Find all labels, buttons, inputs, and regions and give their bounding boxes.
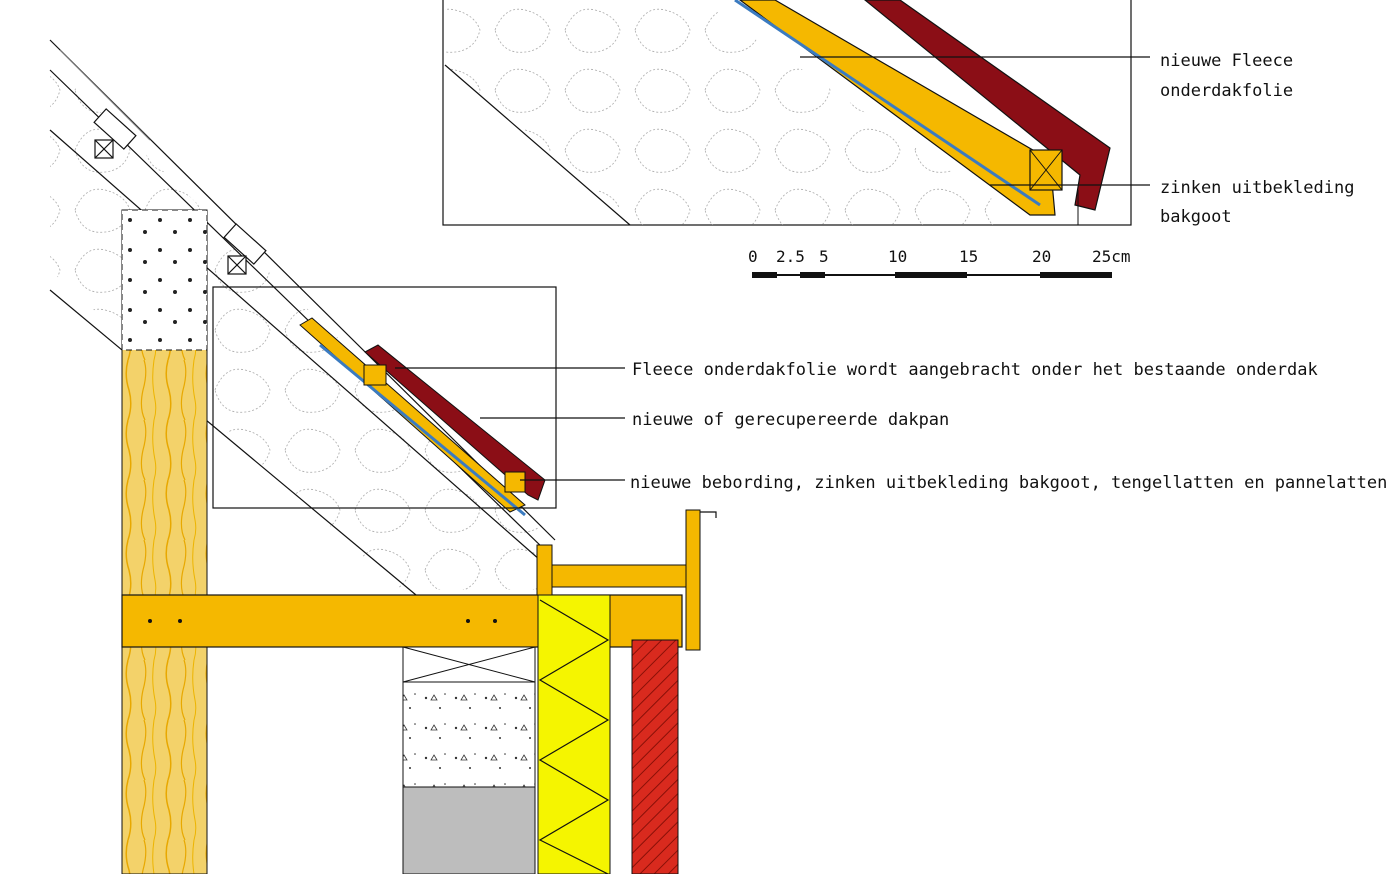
detail-leader-lines (800, 56, 1150, 186)
detail-callout-box (212, 286, 557, 509)
eave-fascia-board (685, 509, 701, 651)
label-new-boarding: nieuwe bebording, zinken uitbekleding ba… (630, 473, 1387, 493)
scale-tick-15: 15 (959, 247, 978, 266)
detail-view (442, 0, 1132, 226)
main-leader-lines (395, 367, 625, 481)
label-detail-fleece-2: onderdakfolie (1160, 81, 1293, 101)
label-detail-zinc-2: bakgoot (1160, 207, 1232, 227)
scale-tick-20: 20 (1032, 247, 1051, 266)
label-new-tile: nieuwe of gerecupereerde dakpan (632, 410, 949, 430)
label-detail-zinc-1: zinken uitbekleding (1160, 178, 1354, 198)
detail-fleece-membrane (734, 0, 1041, 207)
new-boarding (299, 317, 526, 513)
fleece-membrane (319, 343, 526, 517)
existing-tiles (93, 108, 267, 275)
detail-tile (864, 0, 1111, 211)
scale-tick-25cm: 25cm (1092, 247, 1131, 266)
detail-insulation (445, 0, 1030, 225)
eave-gutter-floor (551, 564, 687, 588)
label-fleece-existing: Fleece onderdakfolie wordt aangebracht o… (632, 360, 1318, 380)
scale-bar: 0 2.5 5 10 15 20 25cm (748, 247, 1131, 278)
scale-tick-5: 5 (819, 247, 829, 266)
wall-concrete (402, 681, 536, 788)
new-roof-tile (364, 344, 546, 501)
batten-1 (363, 364, 387, 386)
brick-outer-leaf (631, 639, 679, 874)
zinc-gutter-hook (700, 511, 717, 518)
eave-upright (536, 544, 553, 596)
post-top-block (121, 209, 208, 351)
scale-tick-0: 0 (748, 247, 758, 266)
label-detail-fleece-1: nieuwe Fleece (1160, 51, 1293, 71)
batten-2 (504, 471, 526, 493)
scale-tick-10: 10 (888, 247, 907, 266)
wall-block-gray (402, 786, 536, 874)
main-section (49, 39, 717, 874)
cavity-insulation (537, 594, 611, 874)
existing-roof-slope (49, 39, 556, 641)
scale-tick-2-5: 2.5 (776, 247, 805, 266)
